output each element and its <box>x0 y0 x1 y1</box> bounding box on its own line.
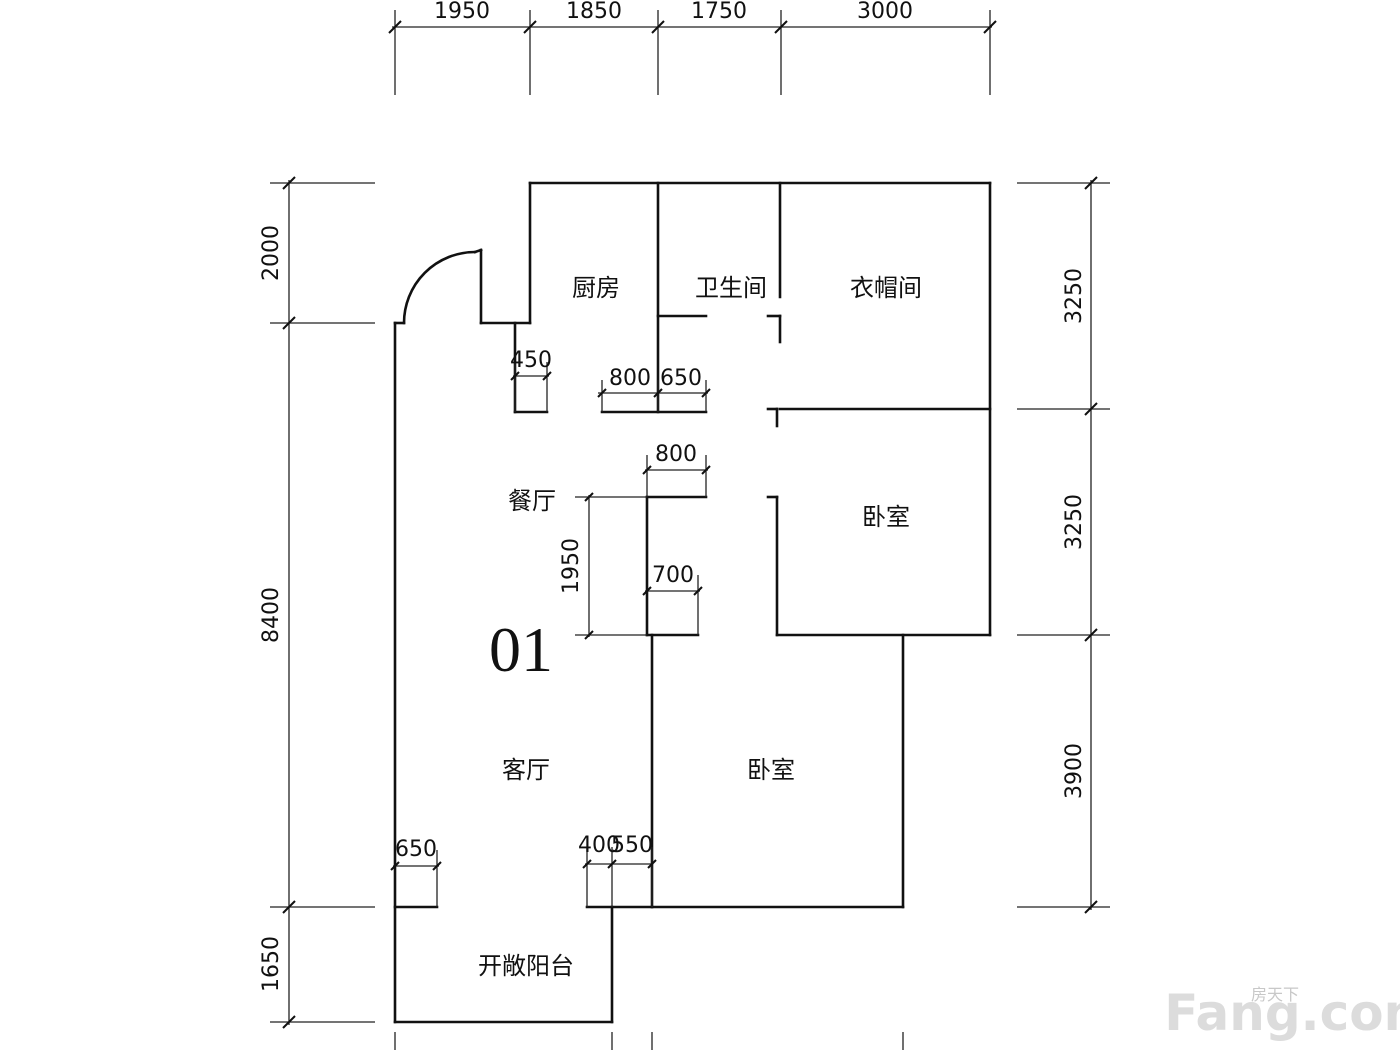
watermark-cn: 房天下 <box>1251 985 1299 1004</box>
left-dim-2: 8400 <box>259 587 284 643</box>
dim-450: 450 <box>510 348 552 373</box>
room-label-dining: 餐厅 <box>508 487 556 515</box>
room-label-bedroom-upper: 卧室 <box>862 503 910 531</box>
dim-800-upper: 800 <box>609 366 651 391</box>
unit-number: 01 <box>489 614 553 685</box>
top-dimension-line <box>388 10 997 95</box>
room-label-living: 客厅 <box>502 756 550 784</box>
top-dim-3: 1750 <box>691 0 747 24</box>
right-dim-3: 3900 <box>1062 743 1087 799</box>
dim-550: 550 <box>611 833 653 858</box>
room-label-balcony: 开敞阳台 <box>478 952 574 980</box>
dim-650-lower: 650 <box>395 837 437 862</box>
left-dimension-line <box>270 176 375 1029</box>
left-dim-1: 2000 <box>259 225 284 281</box>
watermark: 房天下 Fang.com <box>1164 984 1400 1042</box>
right-dimension-line <box>1017 176 1110 914</box>
bottom-extension-lines <box>394 1032 904 1050</box>
room-label-kitchen: 厨房 <box>572 274 620 302</box>
dim-650-upper: 650 <box>660 366 702 391</box>
dim-700: 700 <box>652 563 694 588</box>
room-label-cloakroom: 衣帽间 <box>850 274 922 302</box>
entry-door-swing-icon <box>402 248 483 325</box>
interior-dimension-ticks <box>390 371 711 871</box>
top-dim-4: 3000 <box>857 0 913 24</box>
left-dim-3: 1650 <box>259 936 284 992</box>
right-dim-2: 3250 <box>1062 494 1087 550</box>
watermark-brand: Fang.com <box>1164 984 1400 1042</box>
walls <box>393 181 992 1024</box>
dim-1950: 1950 <box>559 538 584 594</box>
right-dim-1: 3250 <box>1062 268 1087 324</box>
top-dim-2: 1850 <box>566 0 622 24</box>
dim-800-lower: 800 <box>655 442 697 467</box>
dim-400: 400 <box>578 833 620 858</box>
top-dim-1: 1950 <box>434 0 490 24</box>
room-label-bedroom-lower: 卧室 <box>747 756 795 784</box>
room-label-bathroom: 卫生间 <box>695 274 767 302</box>
interior-dimensions <box>393 362 708 907</box>
